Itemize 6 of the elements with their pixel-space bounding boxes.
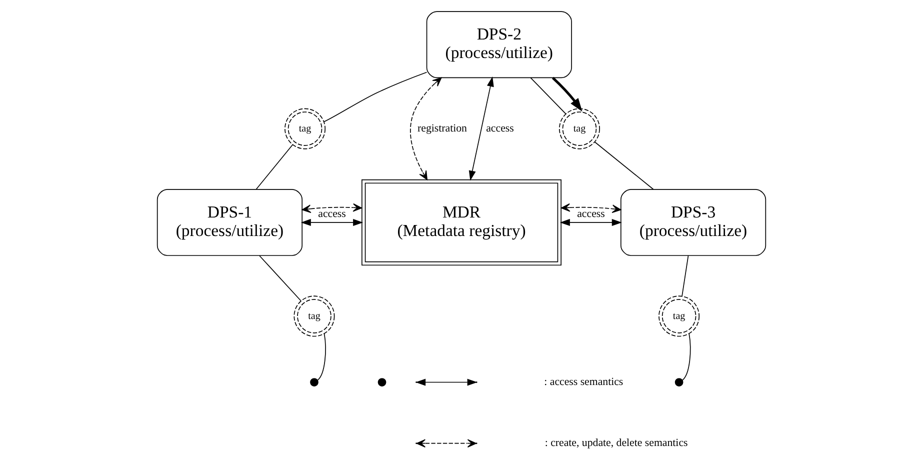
legend-label: : create, update, delete semantics bbox=[544, 437, 688, 450]
edge-label: registration bbox=[417, 122, 466, 135]
edge-label: access bbox=[576, 208, 604, 220]
edge-label: access bbox=[486, 122, 514, 135]
legend-label: : access semantics bbox=[544, 376, 623, 388]
edge-label: access bbox=[318, 208, 346, 220]
